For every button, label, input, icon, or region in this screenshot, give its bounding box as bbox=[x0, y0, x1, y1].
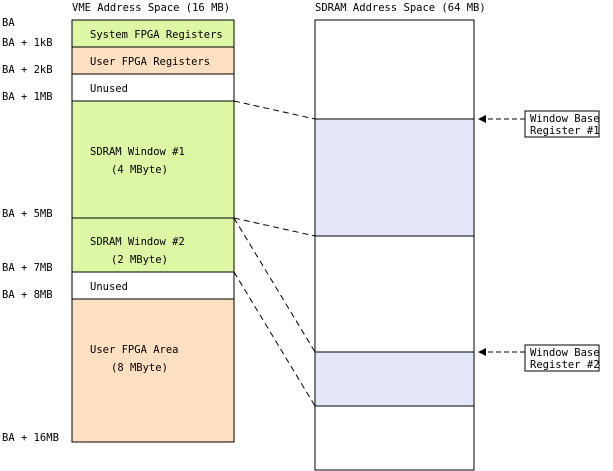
region-user-fpga-registers bbox=[71, 46, 235, 75]
region-label: Unused bbox=[90, 281, 128, 293]
region-user-fpga-area bbox=[71, 298, 235, 443]
window-base-register-2: Window Base Register #2 bbox=[478, 344, 600, 372]
offset-label: BA + 7MB bbox=[2, 262, 53, 274]
window-base-register-1: Window Base Register #1 bbox=[478, 110, 600, 138]
mapping-line bbox=[233, 100, 316, 120]
register-label: Register #2 bbox=[530, 359, 600, 371]
mapping-line bbox=[233, 217, 316, 353]
vme-offset-labels: BA BA + 1kB BA + 2kB BA + 1MB BA + 5MB B… bbox=[2, 17, 59, 444]
region-label: User FPGA Area bbox=[90, 344, 179, 356]
register-box bbox=[524, 344, 600, 372]
arrowhead bbox=[478, 348, 486, 356]
register-label: Register #1 bbox=[530, 125, 600, 137]
vme-address-space: System FPGA Registers User FPGA Register… bbox=[71, 19, 235, 443]
region-sdram-window-2 bbox=[71, 217, 235, 273]
offset-label: BA bbox=[2, 17, 15, 29]
region-label: SDRAM Window #1 bbox=[90, 146, 185, 158]
mapping-lines bbox=[233, 100, 316, 407]
mapping-line bbox=[233, 271, 316, 407]
region-sublabel: (2 MByte) bbox=[111, 254, 168, 266]
region-sublabel: (8 MByte) bbox=[111, 362, 168, 374]
offset-label: BA + 2kB bbox=[2, 64, 53, 76]
register-label: Window Base bbox=[530, 113, 600, 125]
region-unused-1 bbox=[71, 73, 235, 102]
region-label: Unused bbox=[90, 83, 128, 95]
offset-label: BA + 8MB bbox=[2, 289, 53, 301]
region-sdram-window-1 bbox=[71, 100, 235, 219]
sdram-address-space bbox=[314, 19, 475, 471]
region-system-fpga-registers bbox=[71, 19, 235, 48]
vme-space-title: VME Address Space (16 MB) bbox=[72, 2, 230, 14]
region-label: System FPGA Registers bbox=[90, 29, 223, 41]
sdram-space-title: SDRAM Address Space (64 MB) bbox=[315, 2, 486, 14]
region-sublabel: (4 MByte) bbox=[111, 164, 168, 176]
register-label: Window Base bbox=[530, 347, 600, 359]
arrowhead bbox=[478, 115, 486, 123]
offset-label: BA + 5MB bbox=[2, 208, 53, 220]
offset-label: BA + 1MB bbox=[2, 91, 53, 103]
region-label: SDRAM Window #2 bbox=[90, 236, 185, 248]
region-label: User FPGA Registers bbox=[90, 56, 210, 68]
offset-label: BA + 1kB bbox=[2, 37, 53, 49]
register-box bbox=[524, 110, 600, 138]
offset-label: BA + 16MB bbox=[2, 432, 59, 444]
sdram-mapped-window-1 bbox=[314, 118, 475, 237]
mapping-line bbox=[233, 217, 316, 237]
sdram-mapped-window-2 bbox=[314, 351, 475, 407]
